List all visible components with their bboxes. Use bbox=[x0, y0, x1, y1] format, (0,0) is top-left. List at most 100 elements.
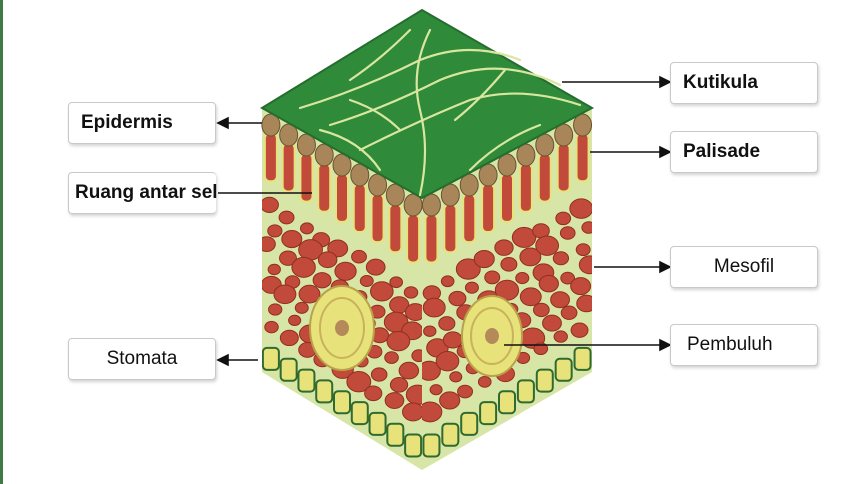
right-lower-epidermis-cell bbox=[498, 390, 516, 415]
right-mesophyll-cell bbox=[542, 314, 562, 332]
right-palisade-cell bbox=[500, 172, 514, 223]
right-mesophyll-cell bbox=[519, 247, 542, 267]
left-palisade-cell bbox=[317, 162, 332, 213]
left-mesophyll-cell bbox=[268, 303, 283, 316]
leaf-vein bbox=[348, 28, 412, 82]
label-mesofil: Mesofil bbox=[670, 246, 818, 288]
right-mesophyll-cell bbox=[553, 330, 568, 343]
right-mesophyll-cell bbox=[477, 375, 492, 388]
left-mesophyll-cell bbox=[279, 250, 297, 266]
label-epidermis: Epidermis bbox=[68, 102, 216, 144]
left-lower-epidermis-cell bbox=[386, 422, 405, 447]
right-palisade-cell bbox=[424, 213, 439, 264]
right-mesophyll-cell bbox=[560, 305, 578, 320]
left-mesophyll-cell bbox=[404, 303, 422, 321]
right-mesophyll-cell bbox=[440, 275, 455, 288]
right-mesophyll-cell bbox=[550, 291, 570, 309]
right-mesophyll-cell bbox=[422, 401, 443, 423]
left-mesophyll-cell bbox=[267, 263, 281, 276]
vascular-bundle-left bbox=[309, 285, 375, 371]
label-ruang-antar-sel: Ruang antar sel bbox=[68, 172, 218, 214]
left-palisade-cell bbox=[263, 132, 278, 183]
left-mesophyll-cell bbox=[334, 261, 357, 281]
right-mesophyll-cell bbox=[555, 211, 572, 226]
right-mesophyll-cell bbox=[500, 257, 518, 272]
left-lower-epidermis-cell bbox=[350, 401, 369, 426]
right-palisade-cell bbox=[556, 142, 571, 193]
left-lower-epidermis-cell bbox=[368, 411, 387, 436]
right-mesophyll-cell bbox=[438, 316, 456, 331]
right-palisade-cell bbox=[481, 183, 496, 234]
right-mesophyll-cell bbox=[435, 351, 460, 372]
left-mesophyll-cell bbox=[386, 330, 411, 352]
right-mesophyll-cell bbox=[519, 287, 542, 307]
left-palisade-cell bbox=[406, 213, 421, 264]
right-mesophyll-cell bbox=[423, 325, 437, 337]
left-mesophyll-cell bbox=[281, 230, 303, 249]
label-stomata: Stomata bbox=[68, 338, 216, 380]
right-mesophyll-cell bbox=[455, 258, 481, 280]
left-mesophyll-cell bbox=[317, 251, 338, 269]
left-lower-epidermis-cell bbox=[262, 346, 280, 371]
left-lower-epidermis-cell bbox=[279, 357, 298, 382]
right-palisade-cell bbox=[462, 193, 477, 244]
right-lower-epidermis-cell bbox=[441, 422, 460, 447]
right-mesophyll-cell bbox=[538, 274, 559, 293]
right-mesophyll-cell bbox=[578, 255, 592, 275]
right-mesophyll-cell bbox=[535, 235, 560, 256]
right-palisade-cell bbox=[518, 162, 533, 213]
cuticle-top-face bbox=[260, 8, 595, 200]
right-mesophyll-cell bbox=[570, 322, 589, 338]
left-border-line bbox=[0, 0, 3, 484]
epidermis-edge-cells bbox=[261, 113, 593, 217]
left-mesophyll-cell bbox=[402, 402, 422, 422]
right-mesophyll-cell bbox=[515, 272, 530, 285]
left-mesophyll-cell bbox=[411, 349, 422, 363]
right-lower-epidermis-cell bbox=[535, 368, 554, 393]
left-mesophyll-cell bbox=[288, 314, 302, 327]
right-lower-epidermis-cell bbox=[479, 401, 498, 426]
right-mesophyll-cell bbox=[559, 226, 576, 240]
left-palisade-cell bbox=[335, 172, 349, 223]
left-lower-epidermis-cell bbox=[404, 433, 422, 458]
right-mesophyll-cell bbox=[552, 251, 570, 266]
left-mesophyll-cell bbox=[298, 284, 321, 304]
right-mesophyll-cell bbox=[422, 297, 446, 318]
label-kutikula: Kutikula bbox=[670, 62, 818, 104]
left-mesophyll-cell bbox=[262, 196, 279, 213]
right-mesophyll-cell bbox=[576, 294, 592, 313]
right-mesophyll-cell bbox=[449, 371, 463, 383]
right-mesophyll-cell bbox=[575, 243, 591, 257]
left-mesophyll-cell bbox=[359, 274, 374, 288]
left-mesophyll-cell bbox=[403, 286, 419, 299]
right-mesophyll-cell bbox=[448, 290, 467, 307]
right-mesophyll-cell bbox=[484, 270, 501, 285]
left-mesophyll-cell bbox=[365, 258, 386, 276]
leaf-vein bbox=[415, 28, 432, 197]
right-palisade-cell bbox=[537, 152, 552, 203]
left-mesophyll-cell bbox=[291, 256, 316, 278]
right-mesophyll-cell bbox=[464, 281, 479, 294]
left-mesophyll-cell bbox=[312, 272, 332, 289]
left-lower-epidermis-cell bbox=[315, 379, 334, 404]
right-mesophyll-cell bbox=[422, 360, 441, 381]
left-palisade-cell bbox=[352, 183, 367, 234]
leaf-vein bbox=[358, 92, 582, 152]
left-palisade-cell bbox=[299, 152, 314, 203]
right-palisade-cell bbox=[575, 132, 590, 183]
leaf-vein bbox=[453, 68, 507, 122]
left-mesophyll-cell bbox=[351, 249, 367, 264]
right-mesophyll-cell bbox=[570, 277, 592, 296]
right-mesophyll-cell bbox=[429, 384, 443, 396]
right-mesophyll-cell bbox=[511, 226, 537, 248]
leaf-veins bbox=[298, 28, 582, 197]
right-mesophyll-cell bbox=[494, 239, 514, 256]
vascular-bundle-right bbox=[461, 295, 523, 377]
left-mesophyll-cell bbox=[273, 284, 297, 305]
right-lower-epidermis-cell bbox=[573, 346, 592, 371]
leaf-vein bbox=[348, 98, 402, 132]
left-mesophyll-cell bbox=[364, 385, 383, 402]
leaf-vein bbox=[468, 123, 542, 172]
left-palisade-cell bbox=[281, 142, 296, 193]
